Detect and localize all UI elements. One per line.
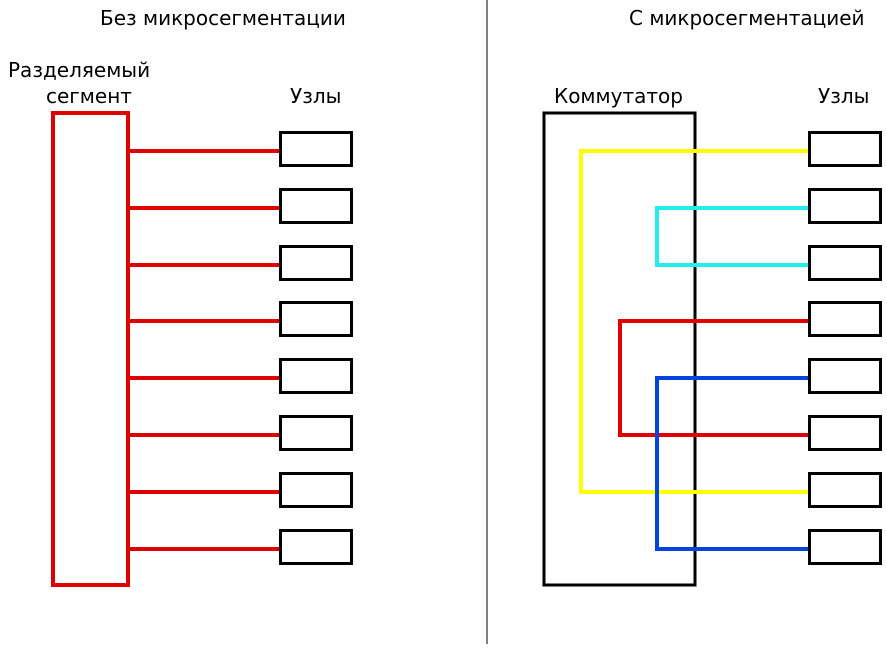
right-node [808, 358, 882, 394]
switch-label: Коммутатор [554, 84, 683, 108]
left-node [279, 358, 353, 394]
right-links [579, 149, 809, 551]
left-node [279, 529, 353, 565]
right-node [808, 415, 882, 451]
right-node [808, 472, 882, 508]
switch-link [579, 149, 809, 494]
left-node [279, 131, 353, 167]
switch-link [655, 376, 809, 551]
shared-segment-label-line1: Разделяемый [8, 58, 151, 82]
right-node [808, 529, 882, 565]
right-node [808, 245, 882, 281]
right-node [808, 188, 882, 224]
right-node [808, 301, 882, 337]
switch-link [655, 206, 809, 267]
left-node [279, 415, 353, 451]
shared-segment-label-line2: сегмент [46, 84, 132, 108]
left-node [279, 245, 353, 281]
switch-box [542, 111, 697, 587]
switch-link [618, 319, 809, 437]
left-links [128, 149, 280, 551]
left-nodes-label: Узлы [290, 84, 342, 108]
right-panel-title: С микросегментацией [629, 6, 865, 30]
shared-segment-bar [51, 111, 130, 587]
right-node [808, 131, 882, 167]
left-panel-title: Без микросегментации [100, 6, 346, 30]
left-node [279, 188, 353, 224]
left-node [279, 301, 353, 337]
right-nodes-label: Узлы [818, 84, 870, 108]
left-node [279, 472, 353, 508]
